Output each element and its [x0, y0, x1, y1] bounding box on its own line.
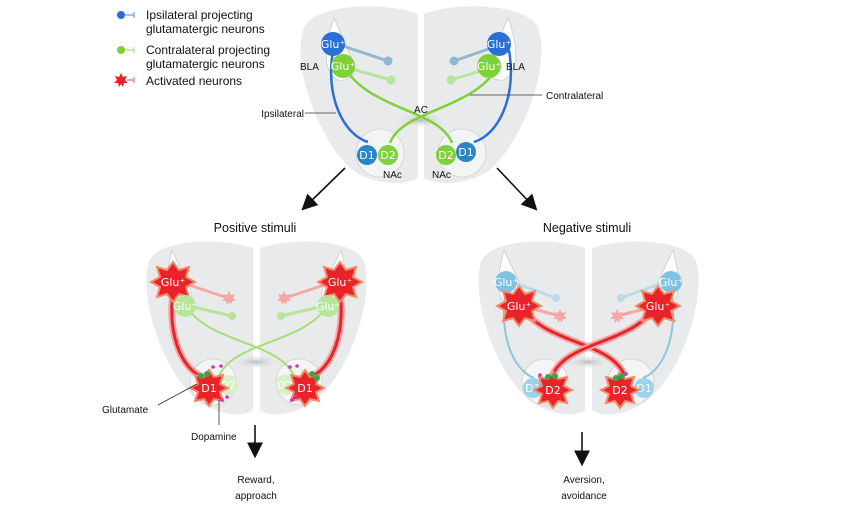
bla-label-right: BLA: [506, 62, 525, 73]
contralateral-projection-right: [388, 67, 499, 144]
svg-text:Glu⁺: Glu⁺: [507, 300, 532, 313]
glutamate-vesicles: [198, 371, 320, 381]
legend: Ipsilateral projecting glutamatergic neu…: [114, 8, 270, 88]
svg-text:Glu⁺: Glu⁺: [173, 300, 198, 313]
glutamate-vesicles: [545, 373, 625, 381]
activated-glu-right: Glu⁺: [633, 284, 683, 328]
legend-item-ipsilateral: Ipsilateral projecting glutamatergic neu…: [117, 8, 265, 36]
nac-label-left: NAc: [383, 170, 402, 181]
svg-text:Glu⁺: Glu⁺: [316, 300, 341, 313]
activated-d2-right: D2: [598, 370, 642, 410]
ipsilateral-label: Ipsilateral: [261, 109, 304, 120]
legend-label: Activated neurons: [146, 74, 242, 88]
svg-text:Glu⁺: Glu⁺: [321, 38, 346, 51]
d1-neuron-right: D1: [456, 142, 476, 162]
green-neuron-icon: [117, 46, 125, 54]
svg-text:Glu⁺: Glu⁺: [487, 38, 512, 51]
d2-neuron-left: D2: [378, 145, 398, 165]
legend-label: Contralateral projecting: [146, 43, 270, 57]
outcome-avoidance: avoidance: [561, 491, 607, 502]
svg-text:D1: D1: [201, 382, 216, 395]
svg-text:D1: D1: [636, 382, 651, 395]
svg-text:D2: D2: [380, 149, 395, 162]
glu-neuron-ipsi-left: Glu⁺: [321, 32, 346, 56]
d1-faded-right: D1: [634, 378, 654, 398]
activated-glu-left: Glu⁺: [494, 284, 544, 328]
dopamine-dots: [538, 372, 628, 377]
glu-faded-right: Glu⁺: [659, 271, 684, 293]
glu-neuron-ipsi-right: Glu⁺: [487, 32, 512, 56]
svg-text:D1: D1: [297, 382, 312, 395]
svg-text:Glu⁺: Glu⁺: [494, 276, 519, 289]
svg-text:D2: D2: [612, 384, 627, 397]
svg-text:Glu⁺: Glu⁺: [646, 300, 671, 313]
svg-text:Glu⁺: Glu⁺: [659, 276, 684, 289]
nac-label-right: NAc: [432, 170, 451, 181]
contralateral-label: Contralateral: [546, 91, 603, 102]
ac-label: AC: [414, 105, 428, 116]
svg-text:Glu⁺: Glu⁺: [161, 276, 186, 289]
svg-text:D1: D1: [458, 146, 473, 159]
d1-neuron-left: D1: [357, 145, 377, 165]
negative-title: Negative stimuli: [543, 221, 631, 235]
outcome-reward: Reward,: [237, 475, 274, 486]
outcome-approach: approach: [235, 491, 277, 502]
legend-label: glutamatergic neurons: [146, 22, 265, 36]
dopamine-dots: [211, 364, 299, 402]
activated-glu-left: Glu⁺: [148, 260, 198, 304]
svg-text:Glu⁺: Glu⁺: [477, 60, 502, 73]
d2-neuron-right: D2: [436, 145, 456, 165]
negative-stimuli-panel: Negative stimuli Glu⁺ Glu⁺ Glu⁺ Glu⁺ D1: [478, 221, 699, 502]
dopamine-label: Dopamine: [191, 432, 237, 443]
positive-stimuli-panel: Positive stimuli Glu⁺ Glu⁺ Glu⁺ Glu⁺ D2: [102, 221, 367, 502]
activated-glu-right: Glu⁺: [315, 260, 365, 304]
glu-faded-right: Glu⁺: [316, 295, 341, 317]
activated-d2-left: D2: [531, 370, 575, 410]
glutamate-label: Glutamate: [102, 405, 149, 416]
glu-neuron-contra-right: Glu⁺: [477, 54, 502, 78]
top-panel-baseline: Glu⁺ Glu⁺ Glu⁺ Glu⁺ D1 D2 D2 D1 BLA BLA …: [261, 6, 603, 183]
activated-neuron-icon: [114, 73, 128, 87]
glu-faded-left: Glu⁺: [494, 271, 519, 293]
bla-label-left: BLA: [300, 62, 319, 73]
arrow-to-positive: [301, 167, 346, 211]
svg-text:Glu⁺: Glu⁺: [331, 60, 356, 73]
contralateral-projection-left: [343, 67, 454, 144]
svg-text:D2: D2: [545, 384, 560, 397]
outcome-aversion: Aversion,: [563, 475, 605, 486]
activated-d1-left: D1: [187, 368, 231, 408]
legend-item-activated: Activated neurons: [114, 73, 242, 88]
svg-text:D1: D1: [359, 149, 374, 162]
svg-text:Glu⁺: Glu⁺: [328, 276, 353, 289]
positive-title: Positive stimuli: [214, 221, 297, 235]
ipsilateral-projection-right: [473, 49, 512, 144]
legend-label: glutamatergic neurons: [146, 57, 265, 71]
legend-item-contralateral: Contralateral projecting glutamatergic n…: [117, 43, 270, 71]
legend-label: Ipsilateral projecting: [146, 8, 253, 22]
glu-neuron-contra-left: Glu⁺: [331, 54, 356, 78]
svg-text:D2: D2: [438, 149, 453, 162]
blue-neuron-icon: [117, 11, 125, 19]
arrow-to-negative: [496, 167, 538, 211]
glu-faded-left: Glu⁺: [173, 295, 198, 317]
